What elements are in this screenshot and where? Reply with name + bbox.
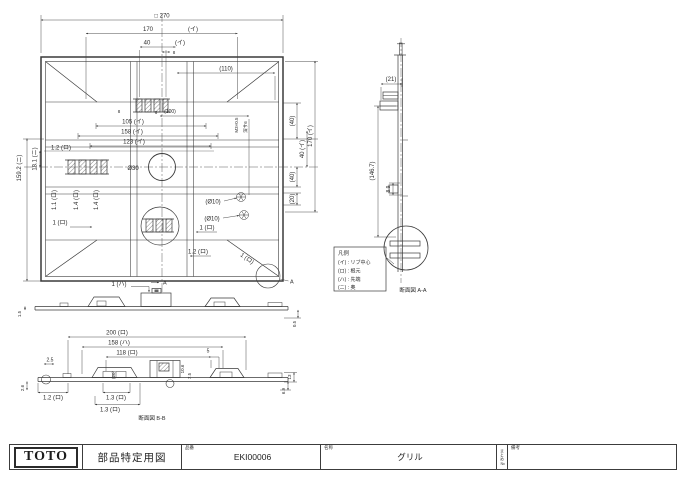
dim-13: 13 <box>287 374 292 380</box>
part-number-value: EKI00006 <box>233 451 272 462</box>
dim-7-5: 7.5 <box>187 372 192 379</box>
dim-right-20p: (20) <box>290 194 296 205</box>
part-name-cell: 名称 グリル <box>321 445 497 469</box>
caption-section-bb: 断面図 B-B <box>138 414 166 422</box>
plan-dimensions <box>23 15 318 284</box>
dim-10-6: 10.6 <box>180 364 185 373</box>
detail-a-circle <box>255 263 281 289</box>
caption-section-aa: 断面図 A-A <box>399 286 427 294</box>
front-elevation-dimensions <box>24 286 301 319</box>
section-bb-labels: 200 (ロ) 158 (ハ) 118 (ロ) 5 2.5 1.2 (ロ) 1.… <box>20 331 292 423</box>
dim-rib-1-4b: 1.4 (ロ) <box>94 190 100 210</box>
dim-158-ha: 158 (ハ) <box>108 341 130 347</box>
dim-159-2: 159.2 (ニ) <box>16 155 23 182</box>
section-bb-view <box>37 360 289 388</box>
dim-105: 105 (イ) <box>122 120 144 126</box>
dim-overall: □ 270 <box>154 14 170 20</box>
section-aa-dimensions <box>374 78 403 238</box>
dim-1-right: 1 (ロ) <box>199 226 214 232</box>
section-aa-view <box>379 42 429 272</box>
dim-rib-1-4a: 1.4 (ロ) <box>74 190 80 210</box>
boss-symbol-1 <box>236 192 246 202</box>
category-label: まとめ№ <box>500 448 505 466</box>
dim-20-bb: (20) <box>111 371 116 380</box>
dim-1-ha: 1 (ハ) <box>111 282 126 288</box>
dim-right-40p1: (40) <box>290 116 296 127</box>
dim-170-key: (イ) <box>188 27 198 33</box>
section-bb-dimensions <box>26 336 297 406</box>
dim-2-6: 2.6 <box>20 384 25 391</box>
dim-1-3a: 1.3 (ロ) <box>106 396 126 402</box>
remarks-label: 備考 <box>511 445 520 450</box>
dim-1-2: 1.2 (ロ) <box>51 146 71 152</box>
dim-110: (110) <box>219 67 233 73</box>
toto-logo-text: TOTO <box>24 449 68 464</box>
dim-21: (21) <box>386 77 397 83</box>
category-cell: まとめ№ <box>497 445 508 469</box>
part-name-value: グリル <box>397 451 423 462</box>
dim-18-1: 18.1 (ニ) <box>32 147 39 170</box>
drawing-canvas: □ 270 170 (イ) 40 (イ) 8 (110) 8 6 (100) 1… <box>16 13 429 423</box>
dim-8: 8 <box>173 50 176 55</box>
note-thread: M3×0.5 <box>234 117 239 133</box>
dim-1-2-bb: 1.2 (ロ) <box>43 396 63 402</box>
dim-rib-1-1: 1.1 (ロ) <box>52 190 58 210</box>
dim-r8: 8 <box>118 109 121 114</box>
dim-200: 200 (ロ) <box>106 331 128 337</box>
toto-logo: TOTO <box>14 446 78 468</box>
dim-1-left: 1 (ロ) <box>52 221 67 227</box>
dim-right-40: 40 (イ) <box>300 140 306 158</box>
title-block: TOTO 部品特定用図 品番 EKI00006 名称 グリル まとめ№ 備考 <box>9 444 677 470</box>
doc-type-cell: 部品特定用図 <box>83 445 182 469</box>
dim-dia30: Ø30 <box>127 166 139 172</box>
rib-detail-circle <box>140 206 180 246</box>
dim-123: 123 (イ) <box>123 140 145 146</box>
legend-title: 凡例 <box>338 249 350 257</box>
dim-dia10b: (Ø10) <box>204 217 219 223</box>
section-aa-labels: (21) (146.7) 8.9 断面図 A-A <box>370 77 427 294</box>
remarks-cell: 備考 <box>508 445 676 469</box>
logo-cell: TOTO <box>10 445 83 469</box>
plan-labels: □ 270 170 (イ) 40 (イ) 8 (110) 8 6 (100) 1… <box>16 14 314 287</box>
part-number-cell: 品番 EKI00006 <box>182 445 321 469</box>
front-elevation-labels: 1 (ハ) 0.5 1.5 <box>17 282 297 327</box>
dim-40-key: (イ) <box>175 41 185 47</box>
rib-cluster-top <box>133 50 170 113</box>
detail-label-a: A <box>290 280 294 286</box>
dim-r6: 6 <box>155 110 158 115</box>
legend-item-ro: (ロ) : 根元 <box>338 268 361 275</box>
plan-view <box>40 50 284 289</box>
dim-170: 170 <box>143 27 154 33</box>
legend-item-ni: (ニ) : 奥 <box>338 284 356 291</box>
note-depth: 深サ6 <box>242 121 249 133</box>
legend-item-ha: (ハ) : 先端 <box>338 276 361 283</box>
dim-right-170: 170 (イ) <box>308 125 314 147</box>
dim-1-5: 1.5 <box>17 310 22 317</box>
dim-1-diag: 1 (ロ) <box>239 252 255 266</box>
dim-2-5: 2.5 <box>47 358 54 364</box>
dim-146-7: (146.7) <box>370 161 376 180</box>
dim-158: 158 (イ) <box>121 130 143 136</box>
dim-right-40p2: (40) <box>290 172 296 183</box>
legend-item-i: (イ) : リブ中心 <box>338 259 371 266</box>
dim-1-2-bottom: 1.2 (ロ) <box>188 250 208 256</box>
legend-box: 凡例 (イ) : リブ中心 (ロ) : 根元 (ハ) : 先端 (ニ) : 奥 <box>333 246 387 292</box>
dim-1-3b: 1.3 (ロ) <box>100 408 120 414</box>
dim-dia10a: (Ø10) <box>205 200 220 206</box>
dim-0-5: 0.5 <box>292 320 297 327</box>
dim-40: 40 <box>144 41 151 47</box>
dim-118: 118 (ロ) <box>116 351 137 357</box>
dim-6-9: 6.9 <box>281 387 286 394</box>
dim-100: (100) <box>164 109 176 115</box>
section-marker-a: A <box>163 281 167 287</box>
front-elevation-view <box>34 288 289 311</box>
dim-8-9: 8.9 <box>386 185 392 192</box>
centerlines <box>24 13 402 293</box>
boss-symbol-2 <box>239 210 249 220</box>
part-name-label: 名称 <box>324 445 333 450</box>
doc-type-label: 部品特定用図 <box>97 451 167 464</box>
part-number-label: 品番 <box>185 445 194 450</box>
dim-5: 5 <box>207 349 210 355</box>
